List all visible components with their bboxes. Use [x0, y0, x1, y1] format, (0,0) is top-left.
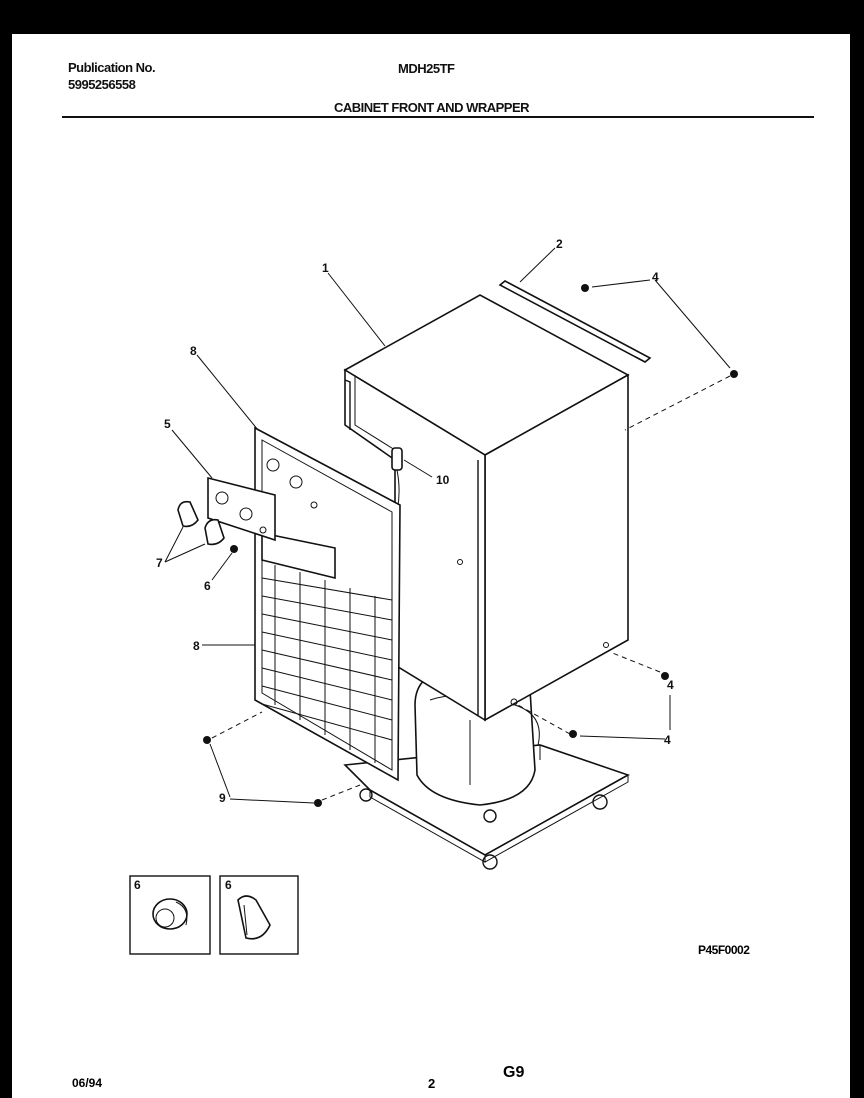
footer-section-code: G9	[503, 1064, 525, 1081]
callout-4-top: 4	[652, 270, 659, 284]
model-number: MDH25TF	[398, 61, 455, 76]
inset-7-label: 6	[225, 878, 232, 892]
callout-1: 1	[322, 261, 329, 275]
top-trim-strip	[498, 280, 652, 363]
callout-8-grille: 8	[193, 639, 200, 653]
screws	[203, 284, 738, 807]
callout-4-right: 4	[667, 678, 674, 692]
footer-date: 06/94	[72, 1076, 103, 1090]
inset-knob-7: 6	[219, 875, 299, 955]
header-rule	[62, 116, 814, 118]
callout-6: 6	[204, 579, 211, 593]
callout-10: 10	[436, 473, 450, 487]
inset-6-label: 6	[134, 878, 141, 892]
publication-number: 5995256558	[68, 77, 136, 92]
callout-2: 2	[556, 237, 563, 251]
callout-9: 9	[219, 791, 226, 805]
section-title: CABINET FRONT AND WRAPPER	[334, 100, 530, 115]
footer-page-number: 2	[428, 1076, 436, 1091]
cabinet-wrapper	[343, 294, 630, 722]
leader-lines	[164, 247, 731, 804]
callout-4-bottom: 4	[664, 733, 671, 747]
callout-5: 5	[164, 417, 171, 431]
front-grille-panel	[254, 426, 401, 782]
control-panel-overlay	[207, 476, 276, 542]
control-knobs	[177, 500, 225, 546]
inset-knob-6: 6	[129, 875, 211, 955]
publication-label: Publication No.	[68, 60, 156, 75]
diagram-code: P45F0002	[698, 943, 750, 957]
callout-7: 7	[156, 556, 163, 570]
callout-8-top: 8	[190, 344, 197, 358]
